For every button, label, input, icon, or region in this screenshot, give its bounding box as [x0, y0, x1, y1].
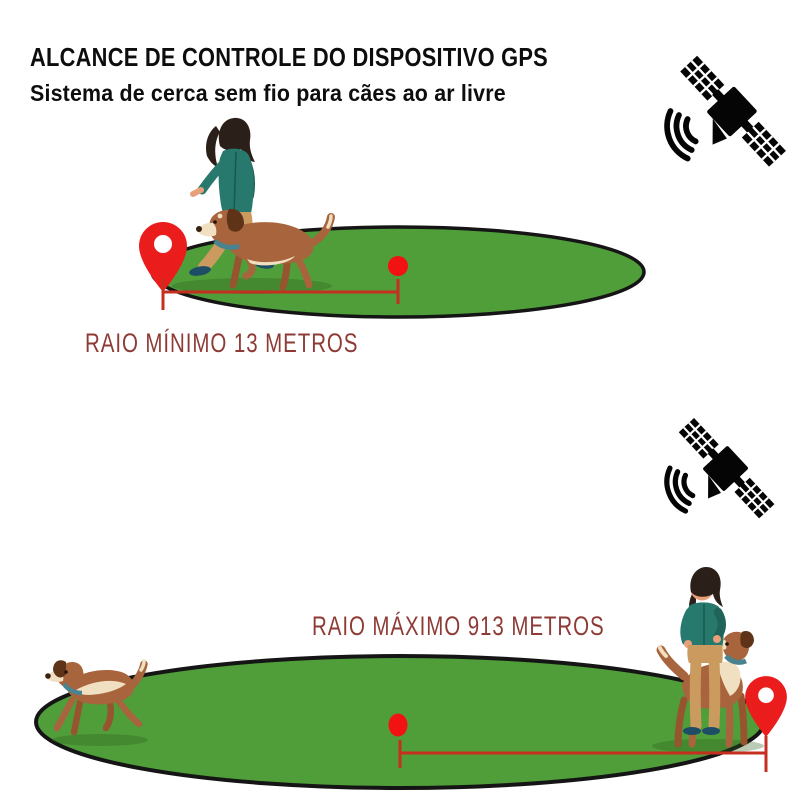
radius-measure-line [398, 736, 768, 772]
max-radius-scene [34, 567, 787, 790]
min-radius-scene [139, 117, 646, 319]
figure-shadow [172, 278, 332, 294]
page-title: ALCANCE DE CONTROLE DO DISPOSITIVO GPS [30, 42, 549, 72]
dog-running-illustration [45, 659, 148, 736]
figure-shadow [52, 734, 148, 746]
header: ALCANCE DE CONTROLE DO DISPOSITIVO GPS S… [30, 42, 647, 107]
range-center-dot [388, 713, 408, 737]
dog-walking-illustration [196, 208, 335, 291]
page-subtitle: Sistema de cerca sem fio para cães ao ar… [30, 80, 506, 106]
radius-measure-line [161, 279, 400, 310]
min-range-label: RAIO MÍNIMO 13 METROS [85, 328, 359, 358]
woman-standing-illustration [680, 567, 726, 735]
max-range-label: RAIO MÁXIMO 913 METROS [312, 611, 605, 641]
range-center-dot [388, 256, 408, 276]
satellite-icon [661, 414, 778, 534]
satellite-icon [661, 51, 790, 184]
